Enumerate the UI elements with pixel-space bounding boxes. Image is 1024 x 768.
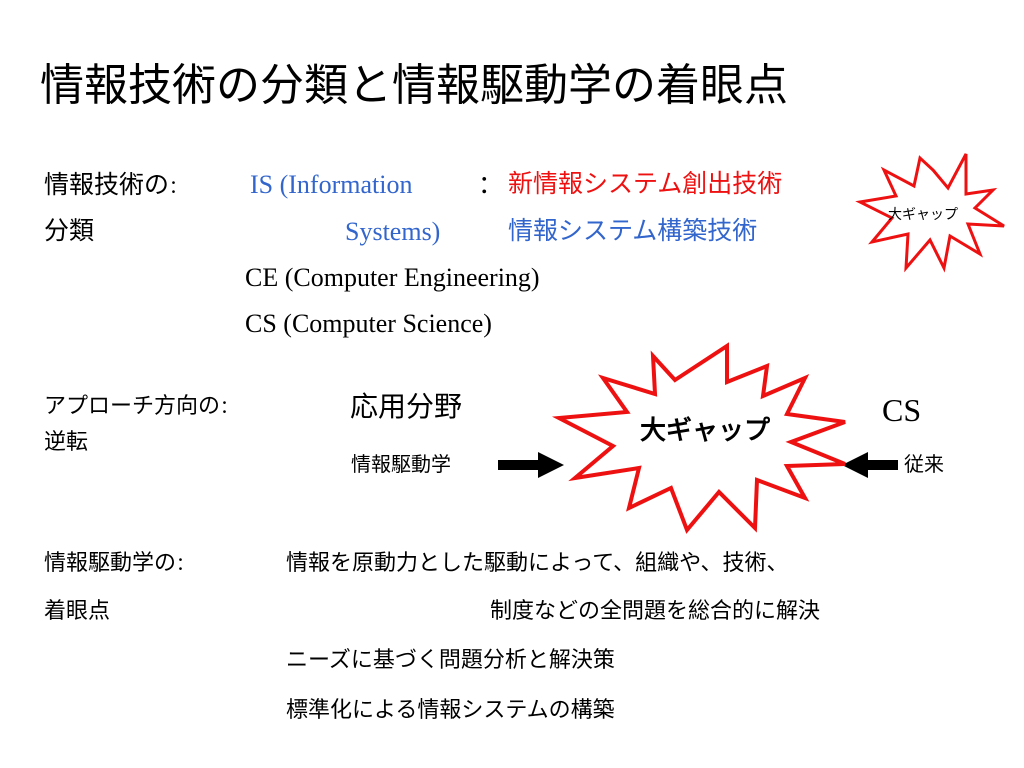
left-arrow-icon [842, 452, 868, 478]
big-gap-label: 大ギャップ [640, 416, 771, 446]
approach-label: アプローチ方向の： [44, 396, 238, 418]
is-label-line1: IS (Information [250, 170, 413, 199]
small-gap-label: 大ギャップ [888, 207, 958, 223]
right-arrow-shaft [498, 460, 540, 470]
is-label-line2: Systems) [345, 217, 441, 246]
approach-label-line1: アプローチ方向の [44, 394, 221, 419]
approach-colon: ： [220, 397, 239, 418]
classification-label: 情報技術の： [44, 172, 187, 197]
small-gap-burst [855, 153, 1005, 273]
focus-item1-line1: 情報を原動力とした駆動によって、組織や、技術、 [286, 551, 789, 576]
new-system-tech: 新情報システム創出技術 [508, 169, 783, 198]
focus-colon: ： [176, 554, 195, 575]
big-gap-burst [551, 342, 846, 534]
cs-label: CS (Computer Science) [245, 309, 492, 338]
classification-label-line2: 分類 [44, 216, 95, 245]
info-driven-caption: 情報駆動学 [351, 452, 451, 476]
page-title: 情報技術の分類と情報駆動学の着眼点 [40, 60, 788, 111]
right-arrow-icon [538, 452, 564, 478]
is-colon: ： [478, 170, 504, 199]
approach-cs-label: CS [882, 392, 922, 428]
classification-label-line1: 情報技術の [44, 170, 170, 199]
left-arrow-shaft [866, 460, 898, 470]
classification-colon: ： [169, 177, 188, 198]
focus-item2: ニーズに基づく問題分析と解決策 [286, 648, 615, 673]
focus-label: 情報駆動学の： [44, 553, 194, 575]
approach-label-line2: 逆転 [44, 430, 89, 455]
focus-label-line2: 着眼点 [44, 599, 111, 624]
focus-label-line1: 情報駆動学の [44, 551, 177, 576]
conventional-caption: 従来 [904, 452, 944, 476]
focus-item3: 標準化による情報システムの構築 [286, 698, 615, 723]
applied-field-label: 応用分野 [350, 390, 463, 423]
system-build-tech: 情報システム構築技術 [508, 216, 758, 245]
ce-label: CE (Computer Engineering) [245, 263, 540, 292]
focus-item1-line2: 制度などの全問題を総合的に解決 [490, 599, 821, 624]
